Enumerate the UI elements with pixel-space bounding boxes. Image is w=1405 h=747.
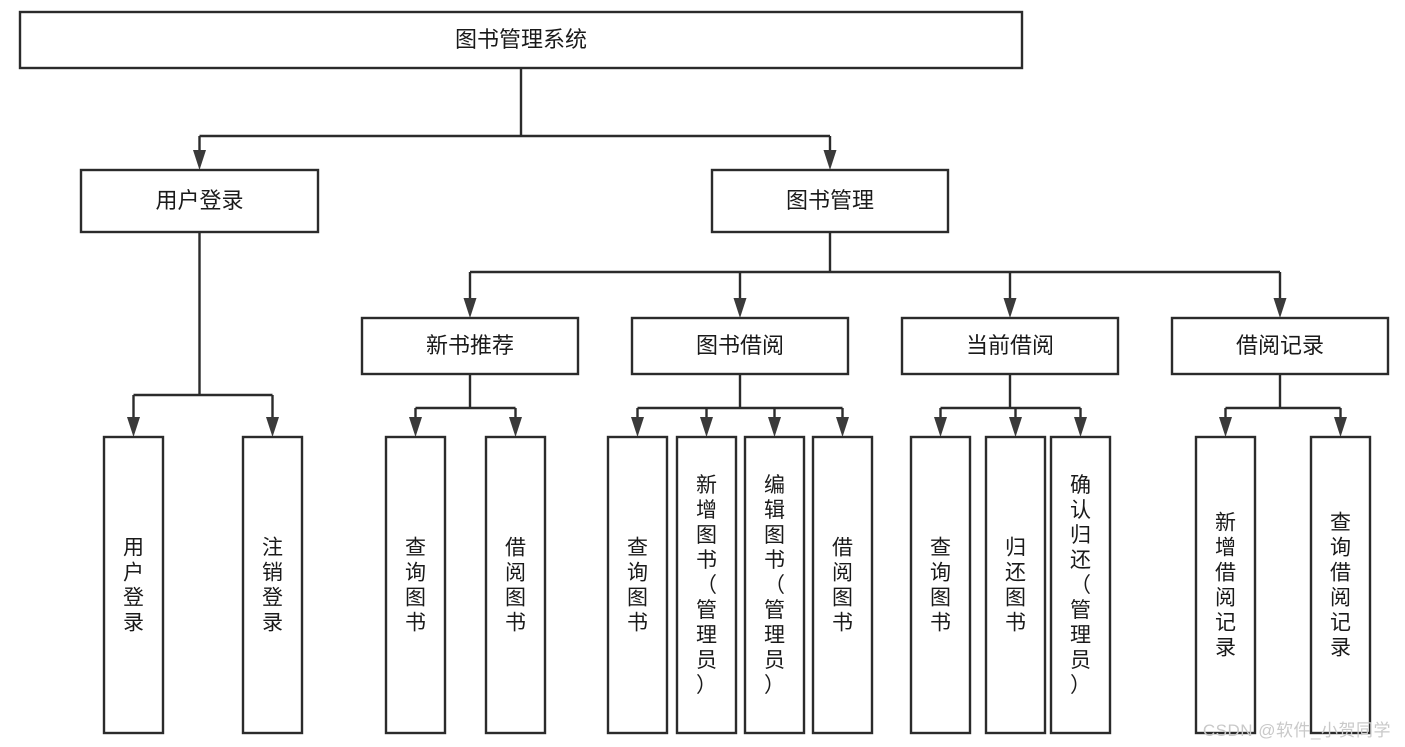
root-to-level2-arrow-0 — [193, 150, 206, 170]
userlogin-to-leaves-arrow-1 — [266, 417, 279, 437]
node-book-manage-box[interactable] — [710, 168, 950, 234]
node-layer: 图书管理系统用户登录图书管理新书推荐图书借阅当前借阅借阅记录用户登录注销登录查询… — [18, 10, 1390, 735]
node-leaf-user-login[interactable]: 用户登录 — [102, 435, 165, 735]
node-leaf-borrow-book-2-label: 借阅图书 — [832, 537, 853, 635]
edge-layer — [127, 68, 1347, 437]
node-leaf-edit-book-box[interactable] — [743, 435, 806, 735]
node-leaf-query-book-2-label: 查询图书 — [627, 537, 648, 635]
node-leaf-confirm-return-box[interactable] — [1049, 435, 1112, 735]
node-leaf-borrow-book-2-box[interactable] — [811, 435, 874, 735]
userlogin-to-leaves-arrow-0 — [127, 417, 140, 437]
node-book-borrow[interactable]: 图书借阅 — [630, 316, 850, 376]
node-book-borrow-label: 图书借阅 — [696, 333, 784, 358]
book-borrow-to-leaves-arrow-3 — [836, 417, 849, 437]
node-leaf-user-login-box[interactable] — [102, 435, 165, 735]
node-new-book-recommend-box[interactable] — [360, 316, 580, 376]
node-leaf-add-book-label: 新增图书（管理员） — [696, 474, 717, 697]
new-book-recommend-to-leaves-arrow-1 — [509, 417, 522, 437]
watermark-text: CSDN @软件_小贺同学 — [1202, 721, 1391, 740]
node-user-login[interactable]: 用户登录 — [79, 168, 320, 234]
node-current-borrow-box[interactable] — [900, 316, 1120, 376]
bookmanage-to-level3-arrow-3 — [1273, 298, 1287, 318]
node-leaf-query-record-box[interactable] — [1309, 435, 1372, 735]
node-leaf-query-book-3-box[interactable] — [909, 435, 972, 735]
node-root-system-box[interactable] — [18, 10, 1024, 70]
node-root-system-label: 图书管理系统 — [455, 27, 587, 52]
node-leaf-add-record[interactable]: 新增借阅记录 — [1194, 435, 1257, 735]
node-leaf-query-book-1-box[interactable] — [384, 435, 447, 735]
node-borrow-record-label: 借阅记录 — [1236, 333, 1324, 358]
new-book-recommend-to-leaves-arrow-0 — [409, 417, 422, 437]
node-leaf-query-book-3-label: 查询图书 — [930, 537, 951, 635]
node-leaf-logout-box[interactable] — [241, 435, 304, 735]
root-to-level2-arrow-1 — [823, 150, 837, 170]
node-leaf-query-book-1[interactable]: 查询图书 — [384, 435, 447, 735]
node-user-login-label: 用户登录 — [155, 188, 243, 213]
node-user-login-box[interactable] — [79, 168, 320, 234]
node-borrow-record-box[interactable] — [1170, 316, 1390, 376]
borrow-record-to-leaves-arrow-1 — [1334, 417, 1347, 437]
node-new-book-recommend-label: 新书推荐 — [426, 333, 514, 358]
node-borrow-record[interactable]: 借阅记录 — [1170, 316, 1390, 376]
node-leaf-add-book[interactable]: 新增图书（管理员） — [675, 435, 738, 735]
node-leaf-logout[interactable]: 注销登录 — [241, 435, 304, 735]
node-current-borrow[interactable]: 当前借阅 — [900, 316, 1120, 376]
node-leaf-edit-book[interactable]: 编辑图书（管理员） — [743, 435, 806, 735]
node-new-book-recommend[interactable]: 新书推荐 — [360, 316, 580, 376]
node-leaf-borrow-book-1-label: 借阅图书 — [505, 537, 526, 635]
node-leaf-query-book-2-box[interactable] — [606, 435, 669, 735]
book-borrow-to-leaves-arrow-1 — [700, 417, 713, 437]
node-leaf-borrow-book-1[interactable]: 借阅图书 — [484, 435, 547, 735]
node-book-manage[interactable]: 图书管理 — [710, 168, 950, 234]
book-borrow-to-leaves-arrow-2 — [768, 417, 781, 437]
node-current-borrow-label: 当前借阅 — [966, 333, 1054, 358]
node-leaf-return-book-label: 归还图书 — [1005, 537, 1026, 635]
node-leaf-borrow-book-1-box[interactable] — [484, 435, 547, 735]
node-leaf-confirm-return-label: 确认归还（管理员） — [1070, 474, 1091, 697]
node-book-borrow-box[interactable] — [630, 316, 850, 376]
bookmanage-to-level3-arrow-2 — [1003, 298, 1017, 318]
node-leaf-add-record-box[interactable] — [1194, 435, 1257, 735]
current-borrow-to-leaves-arrow-2 — [1074, 417, 1087, 437]
bookmanage-to-level3-arrow-0 — [463, 298, 477, 318]
node-leaf-return-book-box[interactable] — [984, 435, 1047, 735]
current-borrow-to-leaves-arrow-1 — [1009, 417, 1022, 437]
node-root-system[interactable]: 图书管理系统 — [18, 10, 1024, 70]
borrow-record-to-leaves-arrow-0 — [1219, 417, 1232, 437]
node-leaf-add-book-box[interactable] — [675, 435, 738, 735]
node-leaf-confirm-return[interactable]: 确认归还（管理员） — [1049, 435, 1112, 735]
node-leaf-borrow-book-2[interactable]: 借阅图书 — [811, 435, 874, 735]
node-leaf-logout-label: 注销登录 — [262, 537, 283, 635]
node-book-manage-label: 图书管理 — [786, 188, 874, 213]
node-leaf-edit-book-label: 编辑图书（管理员） — [764, 474, 785, 697]
book-borrow-to-leaves-arrow-0 — [631, 417, 644, 437]
node-leaf-query-book-2[interactable]: 查询图书 — [606, 435, 669, 735]
node-leaf-add-record-label: 新增借阅记录 — [1215, 512, 1236, 660]
node-leaf-return-book[interactable]: 归还图书 — [984, 435, 1047, 735]
node-leaf-query-record-label: 查询借阅记录 — [1330, 512, 1351, 660]
node-leaf-query-book-3[interactable]: 查询图书 — [909, 435, 972, 735]
current-borrow-to-leaves-arrow-0 — [934, 417, 947, 437]
node-leaf-query-record[interactable]: 查询借阅记录 — [1309, 435, 1372, 735]
node-leaf-user-login-label: 用户登录 — [123, 537, 144, 635]
bookmanage-to-level3-arrow-1 — [733, 298, 747, 318]
node-leaf-query-book-1-label: 查询图书 — [405, 537, 426, 635]
